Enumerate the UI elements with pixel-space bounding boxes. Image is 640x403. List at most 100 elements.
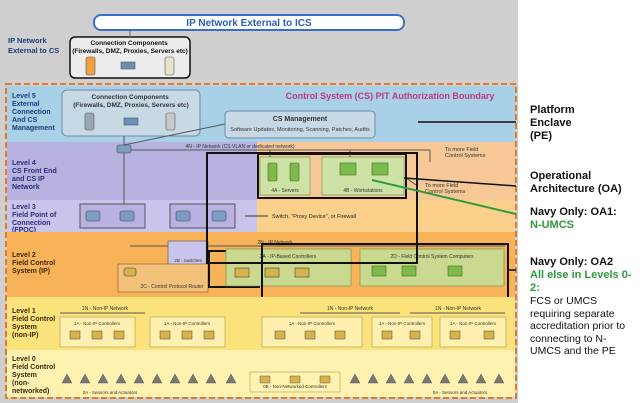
level4-network-label: 4N - IP Network (CS VLAN or dedicated ne… [185, 144, 294, 150]
top-network-label: IP Network External to ICS [186, 18, 312, 29]
oa2-green-line: All else in Levels 0- [530, 269, 632, 281]
l5-server-icon [165, 112, 176, 131]
boundary-title: Control System (CS) PIT Authorization Bo… [286, 91, 495, 101]
oa-line: Architecture (OA) [530, 183, 622, 195]
level4-label: Level 4 CS Front End and CS IP Network [12, 160, 59, 191]
cs-authorization-boundary [5, 83, 517, 399]
level1-network-label-3: 1N - Non-IP Network [435, 306, 482, 312]
nonip-controller-1-icon [69, 330, 81, 340]
fpoc-switch-1b-icon [119, 210, 135, 222]
level1-network-label-1: 1N - Non-IP Network [82, 306, 129, 312]
nonip-controller-7-icon [274, 330, 286, 340]
sensor-icon [421, 373, 433, 384]
nonip-controller-2-icon [91, 330, 103, 340]
sensor-icons [61, 373, 505, 384]
oa1-prefix: Navy Only: OA1: [530, 206, 617, 218]
proxy-icon [120, 61, 136, 70]
switch-label: Switch, "Proxy Device", or Firewall [272, 214, 356, 220]
nonip-controller-4-icon [159, 330, 171, 340]
legend-panel: Platform Enclave (PE) Operational Archit… [516, 0, 640, 403]
sensor-icon [205, 373, 217, 384]
sensor-icon [225, 373, 237, 384]
ip-controller-2-icon [264, 267, 280, 278]
switches-2b-label: 2B - Switches [174, 258, 202, 263]
nonip-controller-5-icon [181, 330, 193, 340]
nonip-controller-9-icon [334, 330, 346, 340]
level1-label: Level 1 Field Control System (non-IP) [12, 308, 57, 339]
cs-management-title: CS Management [273, 116, 328, 123]
oa-connector [403, 177, 517, 187]
l5-proxy-icon [123, 117, 139, 126]
more-fcs-label-1: To more Field Control Systems [445, 147, 486, 159]
sensor-icon [61, 373, 73, 384]
pe-line: Platform [530, 104, 575, 116]
fcs-computer-1-icon [371, 265, 387, 277]
nonnet-label: 0B - Non-Networked Controllers [263, 384, 328, 389]
level0-label: Level 0 Field Control System (non- netwo… [12, 356, 57, 395]
nonip-controllers-label-4: 1A - Non-IP Controllers [379, 321, 426, 326]
pe-line: (PE) [530, 130, 552, 142]
oa2-prefix: Navy Only: OA2 [530, 256, 614, 268]
oa-line: Operational [530, 170, 592, 182]
sensor-icon [493, 373, 505, 384]
workstations-box [321, 156, 405, 196]
server-a-icon [267, 162, 278, 182]
fcs-computers-label: 2D - Field Control System Computers [390, 254, 474, 260]
nonip-controller-3-icon [113, 330, 125, 340]
more-fcs-label-2: To more Field Control Systems [425, 183, 466, 195]
sensor-icon [457, 373, 469, 384]
sensor-icon [475, 373, 487, 384]
nonip-controller-12-icon [449, 330, 461, 340]
ip-controller-1-icon [234, 267, 250, 278]
sensor-icon [169, 373, 181, 384]
oa2-body-line: connecting to N- [530, 332, 607, 345]
oa2-label: Navy Only: OA2 All else in Levels 0- 2: … [530, 256, 640, 358]
level1-network-label-2: 1N - Non-IP Network [327, 306, 374, 312]
external-components-label: Connection Components (Firewalls, DMZ, P… [72, 40, 188, 55]
level0-band [7, 350, 515, 397]
pe-label: Platform Enclave (PE) [530, 104, 575, 143]
oa1-value: N-UMCS [530, 219, 574, 231]
nonip-controller-8-icon [304, 330, 316, 340]
l4-switch-icon [116, 144, 132, 154]
sensor-icon [385, 373, 397, 384]
mgmt-link [123, 123, 226, 146]
nonip-controller-13-icon [483, 330, 495, 340]
nonnet-controller-1-icon [259, 375, 271, 384]
oa2-green-line: 2: [530, 282, 540, 294]
sensor-icon [187, 373, 199, 384]
nonnet-controller-3-icon [319, 375, 331, 384]
oa1-connector [371, 179, 517, 215]
nonip-controller-10-icon [381, 330, 393, 340]
sensor-icon [403, 373, 415, 384]
workstation-b-icon [371, 162, 389, 176]
nonip-controller-11-icon [409, 330, 421, 340]
oa2-body-line: accreditation prior to [530, 320, 626, 332]
ip-controller-3-icon [294, 267, 310, 278]
top-network-bar [93, 14, 405, 31]
sensors-label-1: 0A - Sensors and Actuators [83, 390, 138, 395]
sensor-icon [349, 373, 361, 384]
sensor-icon [79, 373, 91, 384]
oa2-body-line: FCS or UMCS [530, 295, 598, 307]
sensors-label-2: 0A - Sensors and Actuators [433, 390, 488, 395]
more-fcs-arrow-2 [405, 177, 417, 186]
workstations-label: 4B - Workstations [343, 188, 383, 194]
nonip-controllers-label-1: 1A - Non-IP Controllers [74, 321, 121, 326]
nonnet-controller-2-icon [289, 375, 301, 384]
nonip-controller-6-icon [203, 330, 215, 340]
cs-management-subtitle: Software Updates, Monitoring, Scanning, … [230, 127, 370, 133]
fpoc-switch-1a-icon [85, 210, 101, 222]
oa2-body-line: UMCS and the PE [530, 345, 616, 357]
level3-label: Level 3 Field Point of Connection (FPOC) [12, 204, 58, 234]
oa2-body-line: requiring separate [530, 307, 615, 320]
level4-left-band [7, 142, 257, 200]
router-icon [123, 267, 137, 277]
fpoc-switch-2a-icon [175, 210, 191, 222]
router-label: 2C - Control Protocol Router [140, 284, 203, 290]
sensor-icon [115, 373, 127, 384]
firewall-icon [85, 56, 96, 76]
sensor-icon [151, 373, 163, 384]
sensor-icon [439, 373, 451, 384]
fpoc-switch-2b-icon [211, 210, 227, 222]
